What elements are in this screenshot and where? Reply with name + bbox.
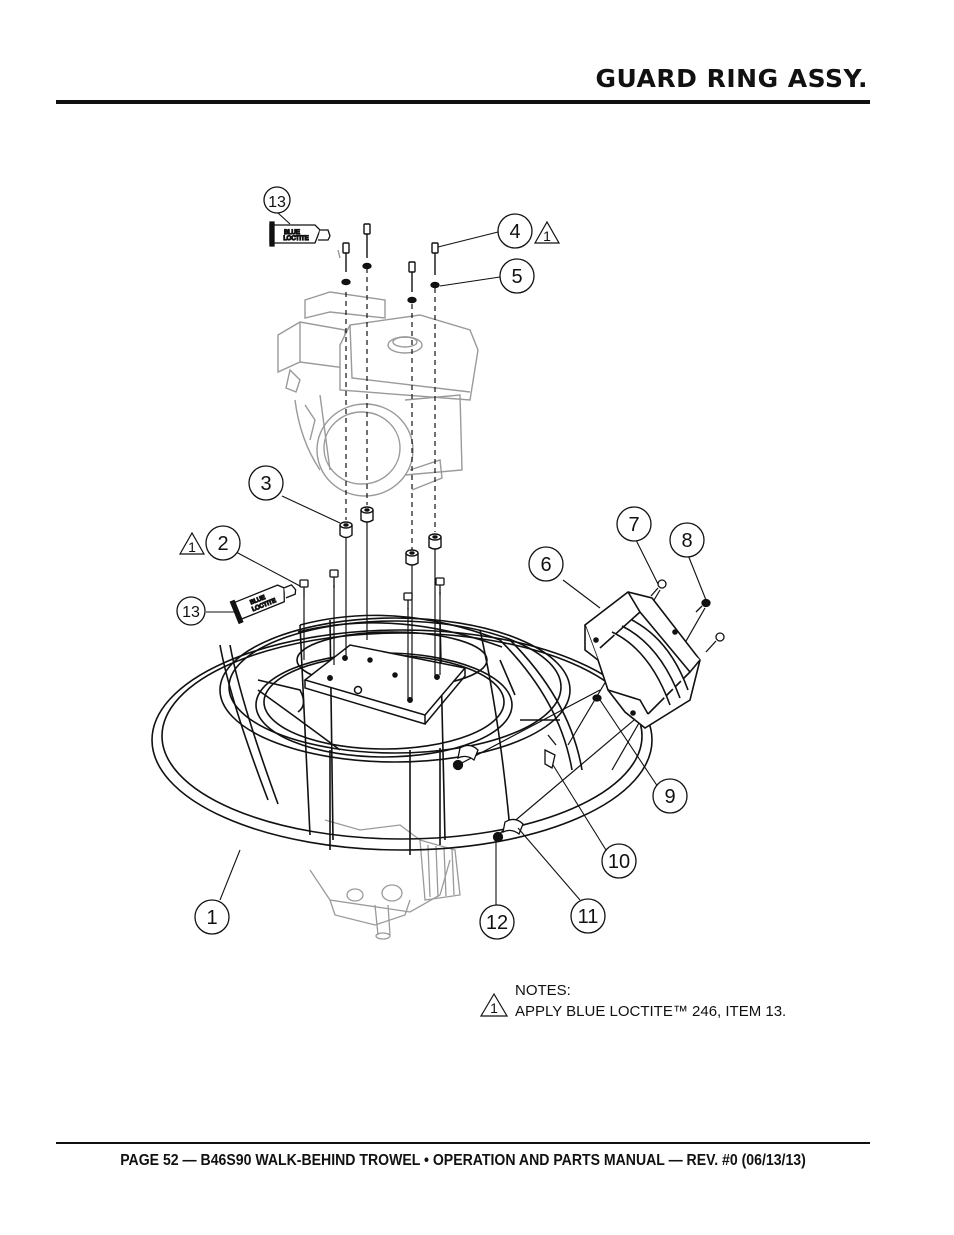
callout-10: 10 bbox=[601, 843, 637, 879]
warning-triangle-item4: 1 bbox=[533, 220, 561, 244]
mount-plate bbox=[303, 644, 467, 726]
callout-2: 2 bbox=[205, 525, 241, 561]
callout-11: 11 bbox=[570, 898, 606, 934]
callout-1: 1 bbox=[194, 899, 230, 935]
svg-text:13: 13 bbox=[268, 194, 286, 211]
svg-text:1: 1 bbox=[490, 1000, 498, 1016]
svg-text:6: 6 bbox=[540, 554, 551, 576]
svg-text:4: 4 bbox=[509, 221, 520, 243]
svg-text:3: 3 bbox=[260, 473, 271, 495]
svg-text:8: 8 bbox=[681, 530, 692, 552]
callout-8: 8 bbox=[669, 522, 705, 558]
svg-text:1: 1 bbox=[543, 228, 551, 244]
callouts: 13 4 5 3 2 13 6 7 8 9 10 11 12 1 bbox=[176, 186, 705, 940]
engine-illustration bbox=[277, 291, 479, 497]
svg-text:1: 1 bbox=[206, 907, 217, 929]
callout-4: 4 bbox=[497, 213, 533, 249]
header-rule bbox=[56, 100, 870, 104]
page-title: GUARD RING ASSY. bbox=[595, 64, 868, 93]
callout-13-left: 13 bbox=[176, 596, 206, 626]
footer-rule bbox=[56, 1142, 870, 1144]
tube-label-top-line1: BLUE bbox=[284, 230, 300, 236]
warning-triangle-notes: 1 bbox=[479, 992, 509, 1017]
notes-item-1: APPLY BLUE LOCTITE™ 246, ITEM 13. bbox=[515, 1003, 786, 1020]
notes-block: NOTES: APPLY BLUE LOCTITE™ 246, ITEM 13. bbox=[515, 982, 786, 1020]
svg-text:5: 5 bbox=[511, 266, 522, 288]
svg-text:13: 13 bbox=[182, 604, 200, 621]
loctite-tube-left: BLUE LOCTITE bbox=[229, 584, 297, 625]
guard-hardware bbox=[452, 579, 725, 843]
tube-label-top-line2: LOCTITE bbox=[283, 236, 308, 242]
svg-text:7: 7 bbox=[628, 514, 639, 536]
warning-markers: 1 1 1 bbox=[178, 220, 561, 1017]
page-footer: PAGE 52 — B46S90 WALK-BEHIND TROWEL • OP… bbox=[120, 1152, 806, 1169]
svg-text:12: 12 bbox=[486, 912, 508, 934]
loctite-tube-top: BLUE LOCTITE bbox=[269, 221, 331, 247]
warning-triangle-item2: 1 bbox=[178, 531, 206, 555]
belt-guard bbox=[584, 591, 701, 729]
spacers bbox=[339, 506, 442, 566]
engine-bolts bbox=[337, 223, 440, 304]
callout-3: 3 bbox=[248, 465, 284, 501]
callout-6: 6 bbox=[528, 546, 564, 582]
svg-text:1: 1 bbox=[188, 539, 196, 555]
callout-12: 12 bbox=[479, 904, 515, 940]
callout-9: 9 bbox=[652, 778, 688, 814]
callout-13-top: 13 bbox=[263, 186, 291, 214]
callout-7: 7 bbox=[616, 506, 652, 542]
notes-heading: NOTES: bbox=[515, 982, 571, 999]
svg-text:10: 10 bbox=[608, 851, 630, 873]
leader-lines bbox=[206, 212, 707, 908]
svg-text:9: 9 bbox=[664, 786, 675, 808]
guard-ring bbox=[151, 614, 653, 855]
svg-text:2: 2 bbox=[217, 533, 228, 555]
svg-text:11: 11 bbox=[578, 906, 599, 928]
gearbox-illustration bbox=[309, 819, 461, 940]
plate-bolts bbox=[299, 569, 445, 610]
callout-5: 5 bbox=[499, 258, 535, 294]
